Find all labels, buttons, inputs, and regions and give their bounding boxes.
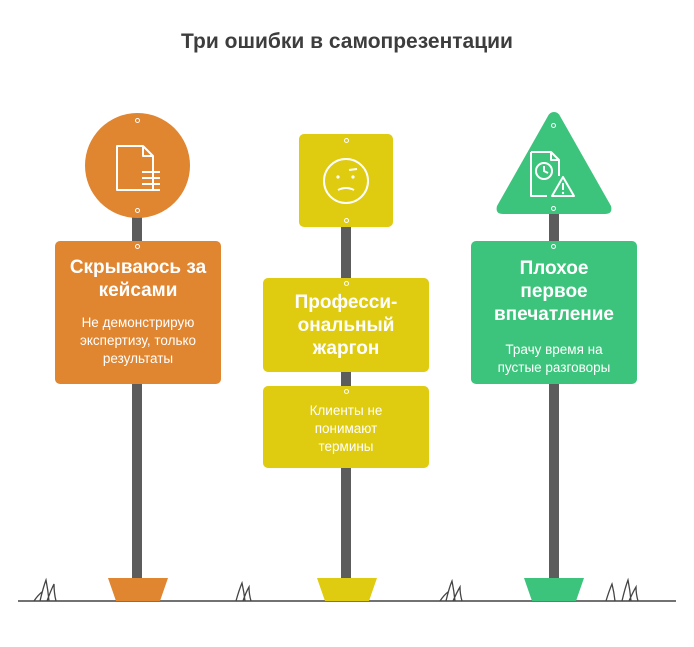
sign-base-3 xyxy=(524,578,584,601)
document-icon xyxy=(116,145,160,191)
bolt xyxy=(344,218,349,223)
bolt xyxy=(551,123,556,128)
page-title: Три ошибки в самопрезентации xyxy=(181,30,513,53)
sign-1-heading: Скрываюсь за кейсами xyxy=(69,257,207,301)
sign-1-description: Не демонстрирую экспертизу, только резул… xyxy=(79,315,197,366)
sign-3-description: Трачу время на пустые разговоры xyxy=(497,342,611,375)
bolt xyxy=(135,208,140,213)
sign-2-panel: Професси- ональный жаргон xyxy=(263,278,429,372)
sign-3-triangle xyxy=(496,112,612,214)
confused-face-icon xyxy=(323,158,369,204)
sign-1-circle xyxy=(85,113,190,218)
sign-1-panel: Скрываюсь за кейсами Не демонстрирую экс… xyxy=(55,241,221,384)
sign-2-icon-panel xyxy=(299,134,393,227)
sign-pole-1 xyxy=(132,200,142,582)
sign-2-description: Клиенты не понимают термины xyxy=(309,403,383,454)
bolt xyxy=(551,244,556,249)
grass-decoration xyxy=(33,577,639,602)
sign-3-panel: Плохое первое впечатление Трачу время на… xyxy=(471,241,637,384)
bolt xyxy=(551,206,556,211)
bolt xyxy=(344,389,349,394)
bolt xyxy=(344,138,349,143)
sign-base-1 xyxy=(108,578,168,601)
bolt xyxy=(344,281,349,286)
sign-2-description-panel: Клиенты не понимают термины xyxy=(263,386,429,468)
bolt xyxy=(135,244,140,249)
sign-2-heading: Професси- ональный жаргон xyxy=(294,292,398,359)
sign-pole-3 xyxy=(549,210,559,582)
bolt xyxy=(135,118,140,123)
sign-3-heading: Плохое первое впечатление xyxy=(493,258,614,325)
clock-warning-icon xyxy=(530,151,575,197)
sign-base-2 xyxy=(317,578,377,601)
